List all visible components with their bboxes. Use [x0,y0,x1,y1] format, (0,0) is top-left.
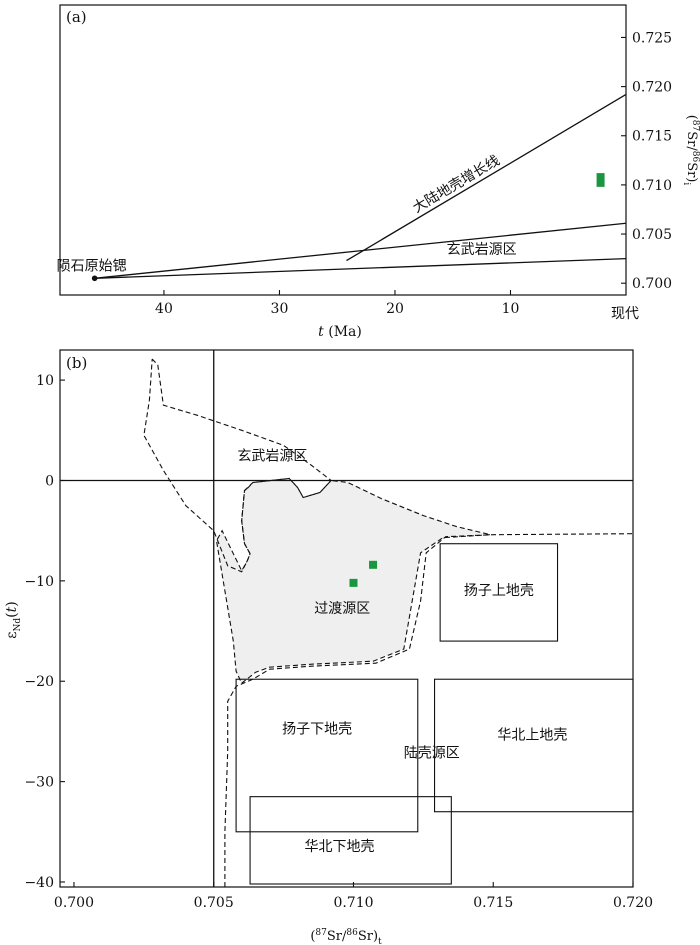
basalt-source-line-label: 玄武岩源区 [447,241,517,258]
panel-a-ylabel: (87Sr/86Sr)i [681,115,700,186]
region-outline-0 [143,358,332,573]
panel-a-y-tick-label: 0.710 [632,178,672,194]
region-label-0: 玄武岩源区 [237,447,307,464]
panel-a-y-tick-label: 0.725 [632,30,672,46]
panel-b-x-tick-label: 0.700 [54,895,94,911]
region-label-5: 华北上地壳 [497,726,567,743]
meteorite-origin-point [91,275,98,282]
panel-b-x-tick-label: 0.710 [333,895,373,911]
panel-a-xlabel: t (Ma) [318,324,362,340]
panel-a-frame [59,4,627,296]
panel-a-x-tick-label: 30 [271,301,289,317]
panel-b-y-tick-label: −40 [24,875,54,891]
panel-b-ylabel: εNd(t) [4,601,23,638]
panel-b-y-tick-label: 10 [36,373,54,389]
panel-b-x-tick-label: 0.715 [473,895,513,911]
panel-b-x-tick-label: 0.720 [613,895,653,911]
region-box-6 [249,796,452,885]
region-label-3: 扬子上地壳 [464,582,534,599]
panel-b-y-tick-label: 0 [45,473,54,489]
panel-a-series-line-1 [94,257,627,279]
panel-b-sample-point-0 [349,578,358,587]
panel-a-series-line-0 [346,93,627,262]
meteorite-origin-label: 陨石原始锶 [57,258,127,274]
panel-a-sample-marker [596,173,605,187]
panel-a-y-tick-label: 0.700 [632,276,672,292]
region-box-3 [439,543,559,642]
panel-a-y-tick-label: 0.705 [632,227,672,243]
panel-a-y-tick-label: 0.715 [632,129,672,145]
panel-a-x-tick-label: 20 [386,301,404,317]
region-label-1: 过渡源区 [314,601,370,617]
panel-b-xlabel: (87Sr/86Sr)t [310,928,382,945]
region-outline-2 [224,533,634,887]
region-label-2: 陆壳源区 [404,745,460,762]
panel-b-y-tick-label: −30 [24,775,54,791]
panel-a-label: (a) [66,8,87,26]
region-label-6: 华北下地壳 [305,838,375,855]
panel-b-y-tick-label: −20 [24,674,54,690]
panel-a-x-tick-label: 10 [502,301,520,317]
crust-growth-line-label: 大陆地壳增长线 [410,152,503,217]
panel-b-sample-point-1 [369,560,378,569]
region-outline-1 [215,477,491,685]
panel-b-frame [59,349,634,888]
region-label-4: 扬子下地壳 [282,720,352,737]
panel-a-series-line-2 [94,222,627,279]
panel-a-x-tick-label: 40 [155,301,173,317]
panel-b-y-tick-label: −10 [24,574,54,590]
panel-a-y-tick-label: 0.720 [632,80,672,96]
region-box-5 [433,678,634,813]
panel-b-label: (b) [66,354,87,372]
panel-b-x-tick-label: 0.705 [194,895,234,911]
panel-a-present-tick-label: 现代 [611,306,639,322]
region-box-4 [235,678,419,833]
